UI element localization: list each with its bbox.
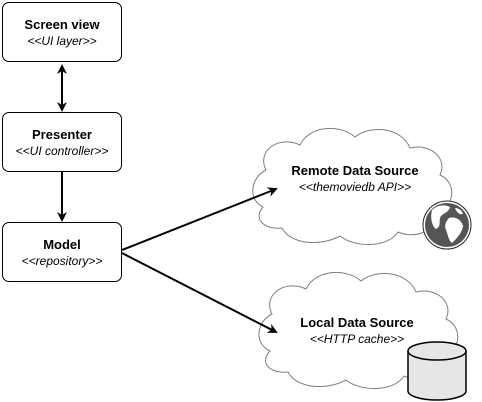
model-stereotype: <<repository>> [21,253,103,268]
presenter-node: Presenter <<UI controller>> [2,112,122,172]
remote-source-title: Remote Data Source [291,162,419,178]
remote-source-cloud [252,127,453,246]
presenter-stereotype: <<UI controller>> [15,143,109,158]
screen-view-stereotype: <<UI layer>> [27,33,97,48]
local-source-stereotype: <<HTTP cache>> [309,331,405,346]
screen-view-title: Screen view [24,16,100,32]
globe-icon [422,200,472,250]
screen-view-node: Screen view <<UI layer>> [2,2,122,62]
database-icon [407,341,467,401]
model-node: Model <<repository>> [2,222,122,282]
model-title: Model [43,236,81,252]
local-source-label: Local Data Source <<HTTP cache>> [282,310,432,350]
presenter-title: Presenter [32,126,92,142]
edge-model-remote [121,187,278,251]
local-source-title: Local Data Source [300,314,414,330]
remote-source-stereotype: <<themoviedb API>> [298,179,412,194]
edge-model-local [121,252,278,333]
remote-source-label: Remote Data Source <<themoviedb API>> [276,158,434,198]
